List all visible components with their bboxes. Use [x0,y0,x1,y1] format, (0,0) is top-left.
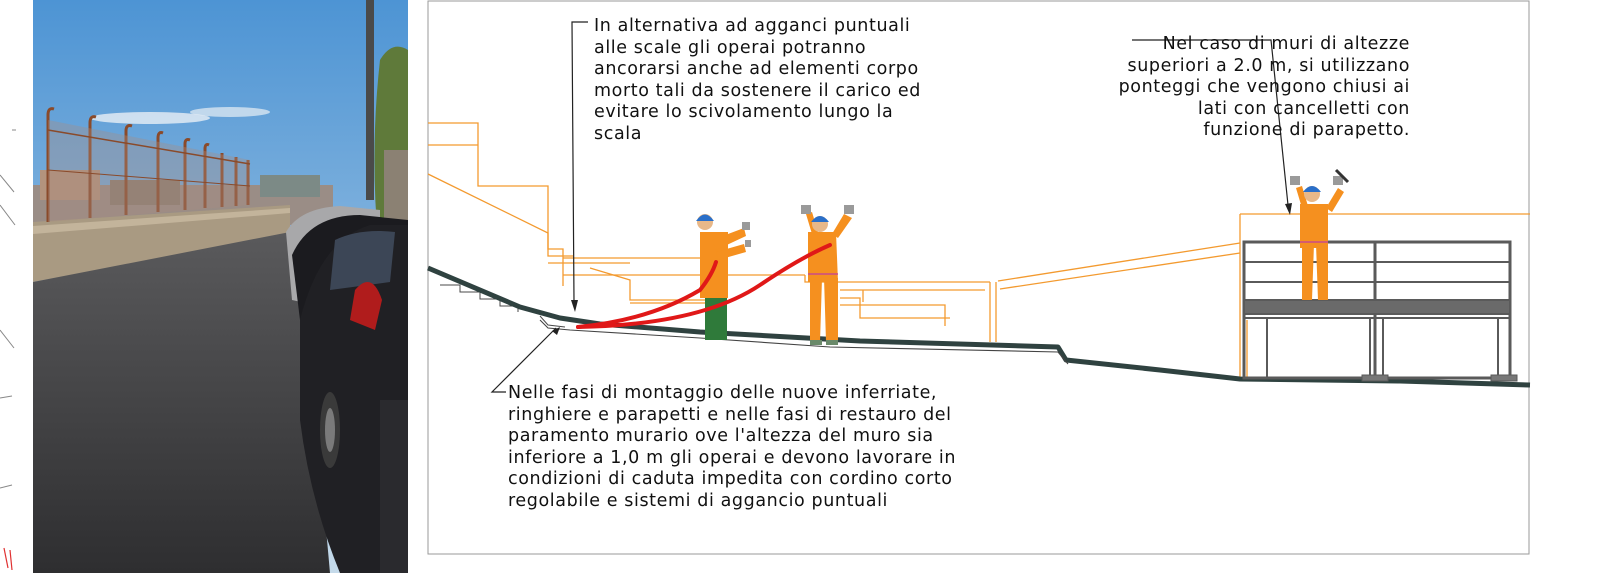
wall-outline [427,122,1530,378]
worker-trousers [705,292,727,340]
helmet-icon [1303,186,1321,192]
leader-lines [490,21,1289,393]
note-scaffold-walls: Nel caso di muri di altezze superiori a … [1118,34,1410,141]
road-asphalt [33,232,330,573]
scaffold-deck [1243,299,1511,315]
helmet-icon [696,214,714,221]
technical-drawing [427,0,1531,555]
note-ladder-anchoring: In alternativa ad agganci puntuali alle … [594,16,921,144]
scaffold [1242,240,1518,382]
ground-profile-lower [539,319,1069,365]
safety-lanyards [576,243,832,329]
drawing-frame [427,0,1530,555]
site-photo [33,0,408,573]
note-railing-assembly: Nelle fasi di montaggio delle nuove infe… [508,383,957,511]
metal-fence [46,107,250,222]
worker-scaffold [1290,168,1350,300]
worker-middle [801,205,854,345]
left-edge-fragments [0,129,16,489]
red-corner-mark [3,547,13,571]
helmet-icon [811,216,829,222]
arrow-heads [552,203,1292,335]
light-pole [366,0,374,200]
